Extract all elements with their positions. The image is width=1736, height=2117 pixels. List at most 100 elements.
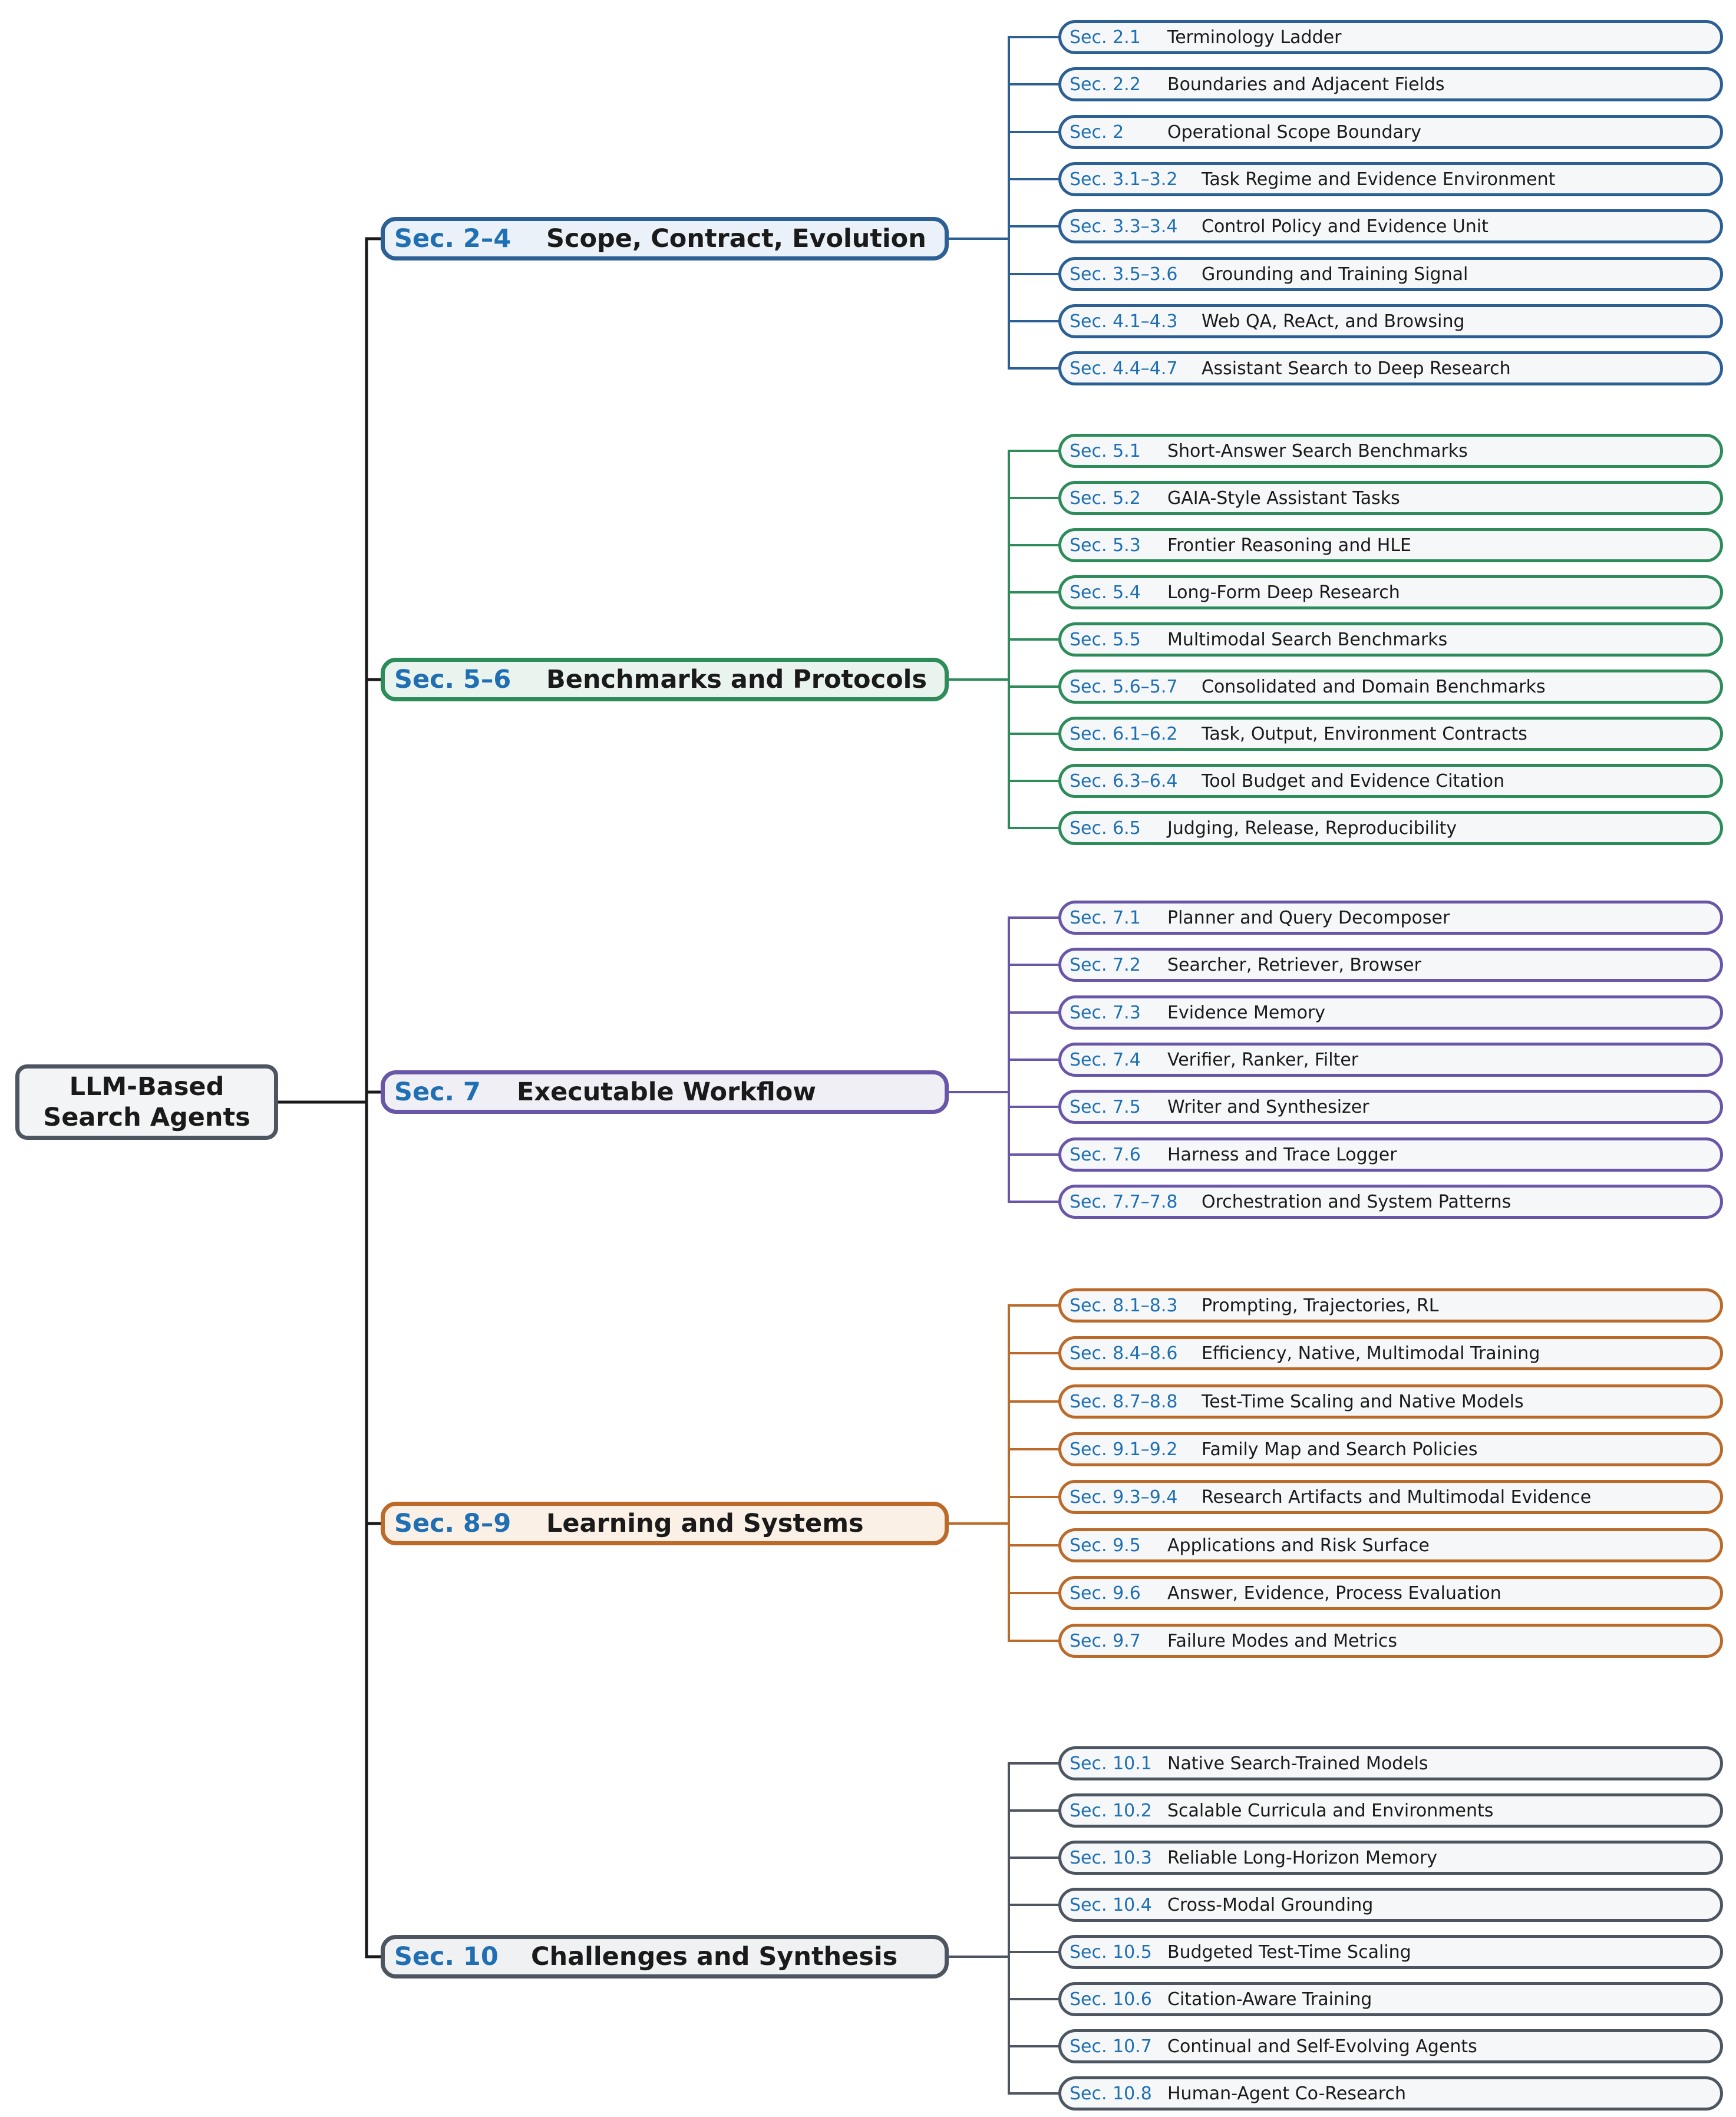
leaf-title: Searcher, Retriever, Browser: [1167, 954, 1421, 975]
leaf-title: Efficiency, Native, Multimodal Training: [1202, 1343, 1540, 1364]
leaf-title: Multimodal Search Benchmarks: [1167, 629, 1448, 650]
leaf-section-number: Sec. 4.1–4.3: [1070, 311, 1178, 332]
leaf-section-number: Sec. 2.2: [1070, 74, 1141, 95]
leaf-node: Sec. 9.7 Failure Modes and Metrics: [1058, 1624, 1723, 1658]
leaf-node: Sec. 3.1–3.2 Task Regime and Evidence Env…: [1058, 162, 1723, 196]
leaf-title: Harness and Trace Logger: [1167, 1144, 1397, 1165]
leaf-title: Prompting, Trajectories, RL: [1202, 1295, 1439, 1316]
leaf-title: Applications and Risk Surface: [1167, 1535, 1430, 1556]
leaf-title: Failure Modes and Metrics: [1167, 1630, 1398, 1651]
leaf-section-number: Sec. 10.4: [1070, 1894, 1152, 1915]
leaf-section-number: Sec. 7.7–7.8: [1070, 1191, 1178, 1212]
leaf-node: Sec. 8.1–8.3 Prompting, Trajectories, RL: [1058, 1288, 1723, 1323]
root-title-line2: Search Agents: [43, 1103, 250, 1132]
leaf-section-number: Sec. 2.1: [1070, 27, 1141, 48]
leaf-title: Operational Scope Boundary: [1167, 121, 1421, 143]
leaf-node: Sec. 7.1 Planner and Query Decomposer: [1058, 901, 1723, 935]
leaf-title: Scalable Curricula and Environments: [1167, 1800, 1494, 1821]
leaf-title: Web QA, ReAct, and Browsing: [1202, 311, 1465, 332]
leaf-section-number: Sec. 10.2: [1070, 1800, 1152, 1821]
section-title: Learning and Systems: [546, 1509, 864, 1538]
leaf-title: GAIA-Style Assistant Tasks: [1167, 487, 1400, 509]
leaf-node: Sec. 10.8 Human-Agent Co-Research: [1058, 2076, 1723, 2111]
leaf-section-number: Sec. 10.1: [1070, 1753, 1152, 1774]
leaf-node: Sec. 10.2 Scalable Curricula and Environm…: [1058, 1793, 1723, 1828]
leaf-title: Test-Time Scaling and Native Models: [1202, 1391, 1524, 1412]
leaf-section-number: Sec. 5.2: [1070, 487, 1141, 509]
leaf-title: Planner and Query Decomposer: [1167, 907, 1450, 928]
leaf-title: Boundaries and Adjacent Fields: [1167, 74, 1445, 95]
leaf-title: Tool Budget and Evidence Citation: [1202, 770, 1505, 792]
section-node-benchmarks: Sec. 5–6 Benchmarks and Protocols: [381, 658, 949, 701]
leaf-node: Sec. 10.7 Continual and Self-Evolving Age…: [1058, 2029, 1723, 2063]
leaf-title: Continual and Self-Evolving Agents: [1167, 2036, 1477, 2057]
leaf-section-number: Sec. 10.3: [1070, 1847, 1152, 1868]
leaf-title: Judging, Release, Reproducibility: [1167, 817, 1457, 839]
leaf-section-number: Sec. 10.7: [1070, 2036, 1152, 2057]
leaf-section-number: Sec. 10.8: [1070, 2083, 1152, 2104]
leaf-node: Sec. 7.3 Evidence Memory: [1058, 995, 1723, 1030]
leaf-section-number: Sec. 4.4–4.7: [1070, 358, 1178, 379]
section-number: Sec. 5–6: [394, 665, 511, 694]
leaf-title: Consolidated and Domain Benchmarks: [1202, 676, 1546, 697]
section-title: Benchmarks and Protocols: [546, 665, 927, 694]
leaf-node: Sec. 2.2 Boundaries and Adjacent Fields: [1058, 67, 1723, 101]
section-number: Sec. 8–9: [394, 1509, 511, 1538]
section-number: Sec. 7: [394, 1077, 481, 1107]
leaf-title: Verifier, Ranker, Filter: [1167, 1049, 1359, 1070]
section-number: Sec. 10: [394, 1942, 499, 1971]
leaf-title: Reliable Long-Horizon Memory: [1167, 1847, 1438, 1868]
leaf-title: Grounding and Training Signal: [1202, 263, 1468, 285]
leaf-title: Assistant Search to Deep Research: [1202, 358, 1511, 379]
section-title: Challenges and Synthesis: [531, 1942, 898, 1971]
leaf-section-number: Sec. 9.6: [1070, 1582, 1141, 1604]
leaf-section-number: Sec. 5.1: [1070, 440, 1141, 461]
leaf-section-number: Sec. 6.5: [1070, 817, 1141, 839]
leaf-node: Sec. 10.6 Citation-Aware Training: [1058, 1982, 1723, 2016]
root-node: LLM-Based Search Agents: [15, 1064, 278, 1140]
leaf-section-number: Sec. 5.4: [1070, 582, 1141, 603]
leaf-section-number: Sec. 2: [1070, 121, 1124, 143]
leaf-title: Human-Agent Co-Research: [1167, 2083, 1406, 2104]
leaf-section-number: Sec. 6.3–6.4: [1070, 770, 1178, 792]
leaf-title: Frontier Reasoning and HLE: [1167, 535, 1412, 556]
leaf-title: Task, Output, Environment Contracts: [1202, 723, 1527, 744]
section-title: Scope, Contract, Evolution: [546, 224, 926, 253]
leaf-section-number: Sec. 9.5: [1070, 1535, 1141, 1556]
leaf-section-number: Sec. 8.1–8.3: [1070, 1295, 1178, 1316]
leaf-title: Citation-Aware Training: [1167, 1989, 1372, 2010]
leaf-node: Sec. 4.1–4.3 Web QA, ReAct, and Browsing: [1058, 304, 1723, 338]
leaf-node: Sec. 4.4–4.7 Assistant Search to Deep Res…: [1058, 351, 1723, 385]
leaf-section-number: Sec. 6.1–6.2: [1070, 723, 1178, 744]
leaf-title: Evidence Memory: [1167, 1002, 1326, 1023]
leaf-section-number: Sec. 3.1–3.2: [1070, 169, 1178, 190]
leaf-title: Writer and Synthesizer: [1167, 1096, 1369, 1117]
leaf-section-number: Sec. 9.7: [1070, 1630, 1141, 1651]
leaf-section-number: Sec. 5.5: [1070, 629, 1141, 650]
leaf-section-number: Sec. 7.1: [1070, 907, 1141, 928]
leaf-section-number: Sec. 3.3–3.4: [1070, 216, 1178, 237]
leaf-section-number: Sec. 5.6–5.7: [1070, 676, 1178, 697]
leaf-node: Sec. 5.5 Multimodal Search Benchmarks: [1058, 622, 1723, 657]
leaf-section-number: Sec. 7.3: [1070, 1002, 1141, 1023]
leaf-section-number: Sec. 10.6: [1070, 1989, 1152, 2010]
leaf-node: Sec. 6.1–6.2 Task, Output, Environment Co…: [1058, 717, 1723, 751]
leaf-title: Task Regime and Evidence Environment: [1202, 169, 1556, 190]
leaf-node: Sec. 6.3–6.4 Tool Budget and Evidence Cit…: [1058, 764, 1723, 798]
